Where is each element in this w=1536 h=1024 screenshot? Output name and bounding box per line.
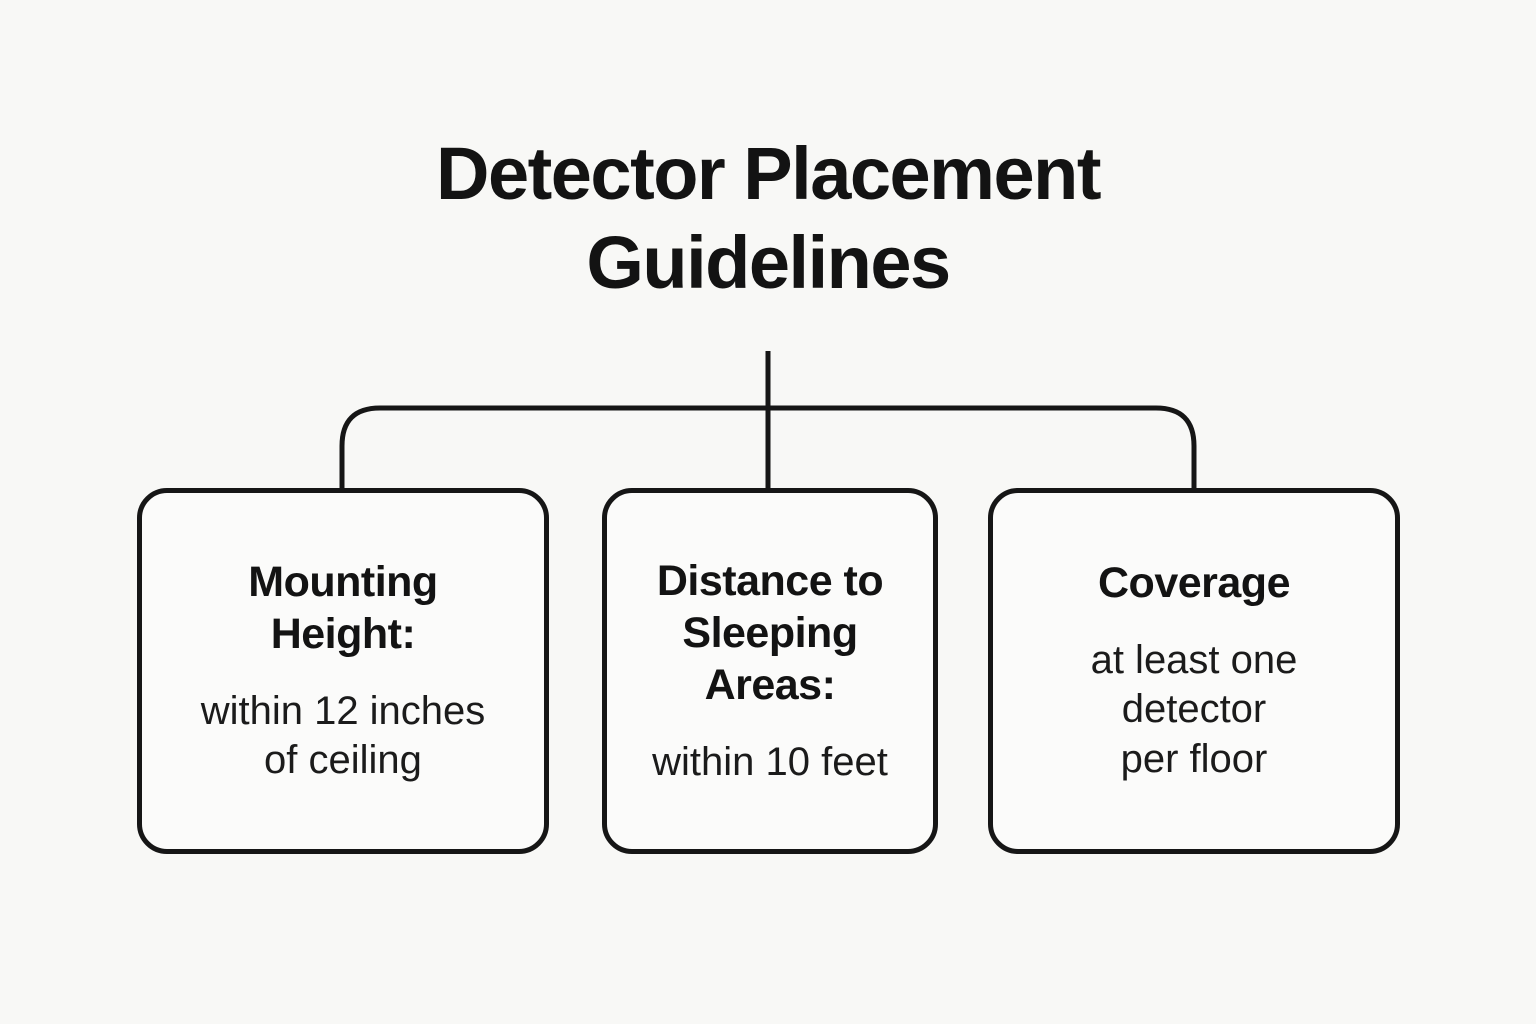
node-coverage: Coverage at least one detector per floor	[988, 488, 1400, 854]
text-line: of ceiling	[264, 738, 422, 783]
text-line: within 10 feet	[652, 739, 888, 784]
text-line: Distance to	[656, 556, 884, 605]
text-line: at least one	[1090, 637, 1298, 682]
text-line: Coverage	[1098, 559, 1290, 608]
node-coverage-heading: Coverage	[1098, 557, 1290, 609]
page-title-line-2: Guidelines	[586, 220, 951, 304]
text-line: detector	[1121, 687, 1267, 732]
node-distance-to-sleeping-areas-body: within 10 feet	[652, 738, 888, 788]
text-line: Sleeping	[682, 608, 858, 657]
text-line: per floor	[1120, 737, 1268, 782]
page-title-line-1: Detector Placement	[436, 132, 1101, 215]
node-mounting-height-body: within 12 inches of ceiling	[201, 687, 486, 786]
text-line: Mounting	[248, 557, 438, 606]
text-line: within 12 inches	[200, 688, 486, 733]
page-title: Detector Placement Guidelines	[0, 130, 1536, 308]
connector-bracket-line	[339, 405, 1197, 492]
node-coverage-body: at least one detector per floor	[1091, 636, 1298, 785]
text-line: Areas:	[704, 661, 836, 710]
text-line: Height:	[270, 610, 416, 659]
